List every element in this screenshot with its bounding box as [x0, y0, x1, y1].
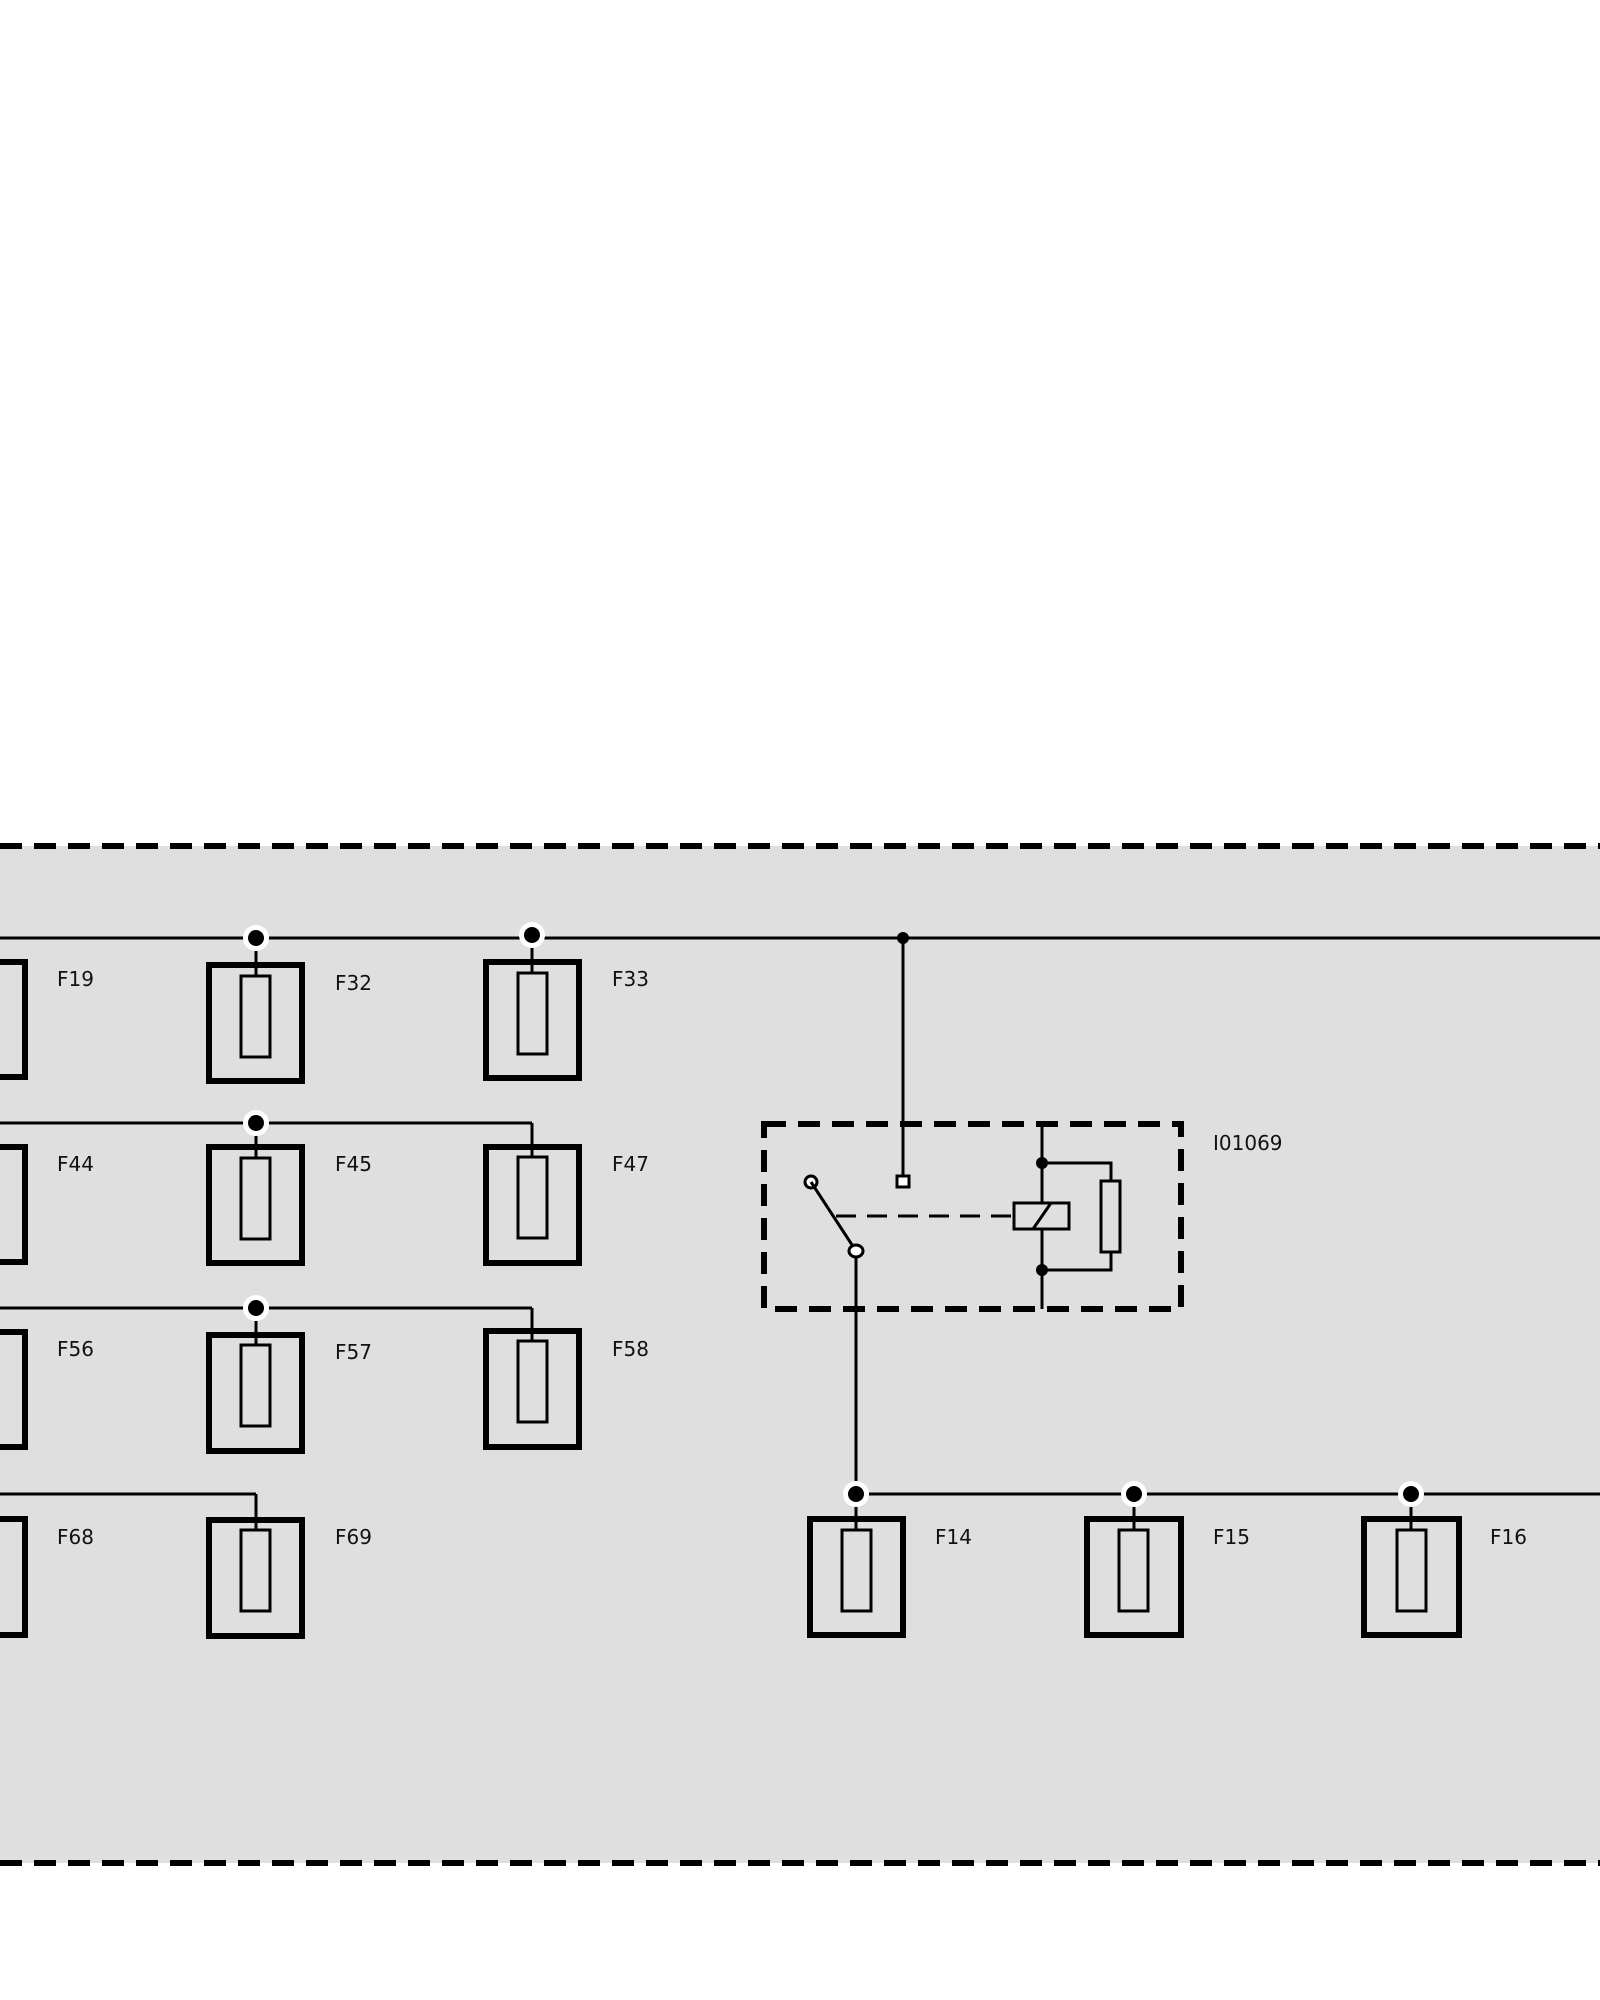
relay-contact-feed — [895, 1174, 911, 1189]
fuse-f69 — [206, 1517, 305, 1639]
fuse-f44 — [0, 1144, 28, 1265]
junction-dot-f45 — [243, 1110, 269, 1136]
fuse-f19 — [0, 959, 28, 1080]
fuse-label-f69: F69 — [335, 1525, 372, 1549]
fuse-label-f45: F45 — [335, 1152, 372, 1176]
fuse-panel-background — [0, 846, 1600, 1863]
relay-resistor-wire-top — [1042, 1161, 1113, 1181]
fuse-label-f57: F57 — [335, 1340, 372, 1364]
relay-i01069 — [761, 1121, 1184, 1312]
relay-resistor-wire-bottom — [1042, 1252, 1113, 1272]
fuse-f56 — [0, 1329, 28, 1450]
junction-dot-f14 — [843, 1481, 869, 1507]
fuse-f32 — [206, 962, 305, 1084]
fuse-label-f56: F56 — [57, 1337, 94, 1361]
fuse-f57 — [206, 1332, 305, 1454]
relay-resistor — [1099, 1179, 1122, 1254]
fuse-label-f19: F19 — [57, 967, 94, 991]
fuse-label-f32: F32 — [335, 971, 372, 995]
fuse-label-f47: F47 — [612, 1152, 649, 1176]
relay-coil-slash — [1031, 1202, 1053, 1230]
fuse-f14 — [807, 1516, 906, 1638]
fuse-f15 — [1084, 1516, 1184, 1638]
junction-dot-f32 — [243, 925, 269, 951]
junction-dot-f16 — [1398, 1481, 1424, 1507]
junction-dot-f33 — [519, 922, 545, 948]
relay-contact-common — [847, 1243, 865, 1259]
relay-label: I01069 — [1213, 1131, 1283, 1155]
fuse-label-f16: F16 — [1490, 1525, 1527, 1549]
junction-dot-f57 — [243, 1295, 269, 1321]
fuse-f68 — [0, 1516, 28, 1638]
relay-coil — [1012, 1201, 1071, 1231]
fuse-label-f33: F33 — [612, 967, 649, 991]
relay-node-bottom — [1036, 1264, 1048, 1276]
fuse-f16 — [1361, 1516, 1462, 1638]
fuse-f45 — [206, 1144, 305, 1266]
relay-switch-blade — [809, 1181, 858, 1252]
junction-dot-f15 — [1121, 1481, 1147, 1507]
junction-dot-relay-feed — [897, 932, 909, 944]
fuse-label-f14: F14 — [935, 1525, 972, 1549]
relay-dashed-border — [761, 1121, 1184, 1312]
fuse-label-f68: F68 — [57, 1525, 94, 1549]
fuse-f33 — [483, 959, 582, 1081]
fuse-label-f58: F58 — [612, 1337, 649, 1361]
fuse-f47 — [483, 1144, 582, 1266]
fuse-f58 — [483, 1328, 582, 1450]
fuse-label-f44: F44 — [57, 1152, 94, 1176]
fuse-label-f15: F15 — [1213, 1525, 1250, 1549]
relay-node-top — [1036, 1157, 1048, 1169]
